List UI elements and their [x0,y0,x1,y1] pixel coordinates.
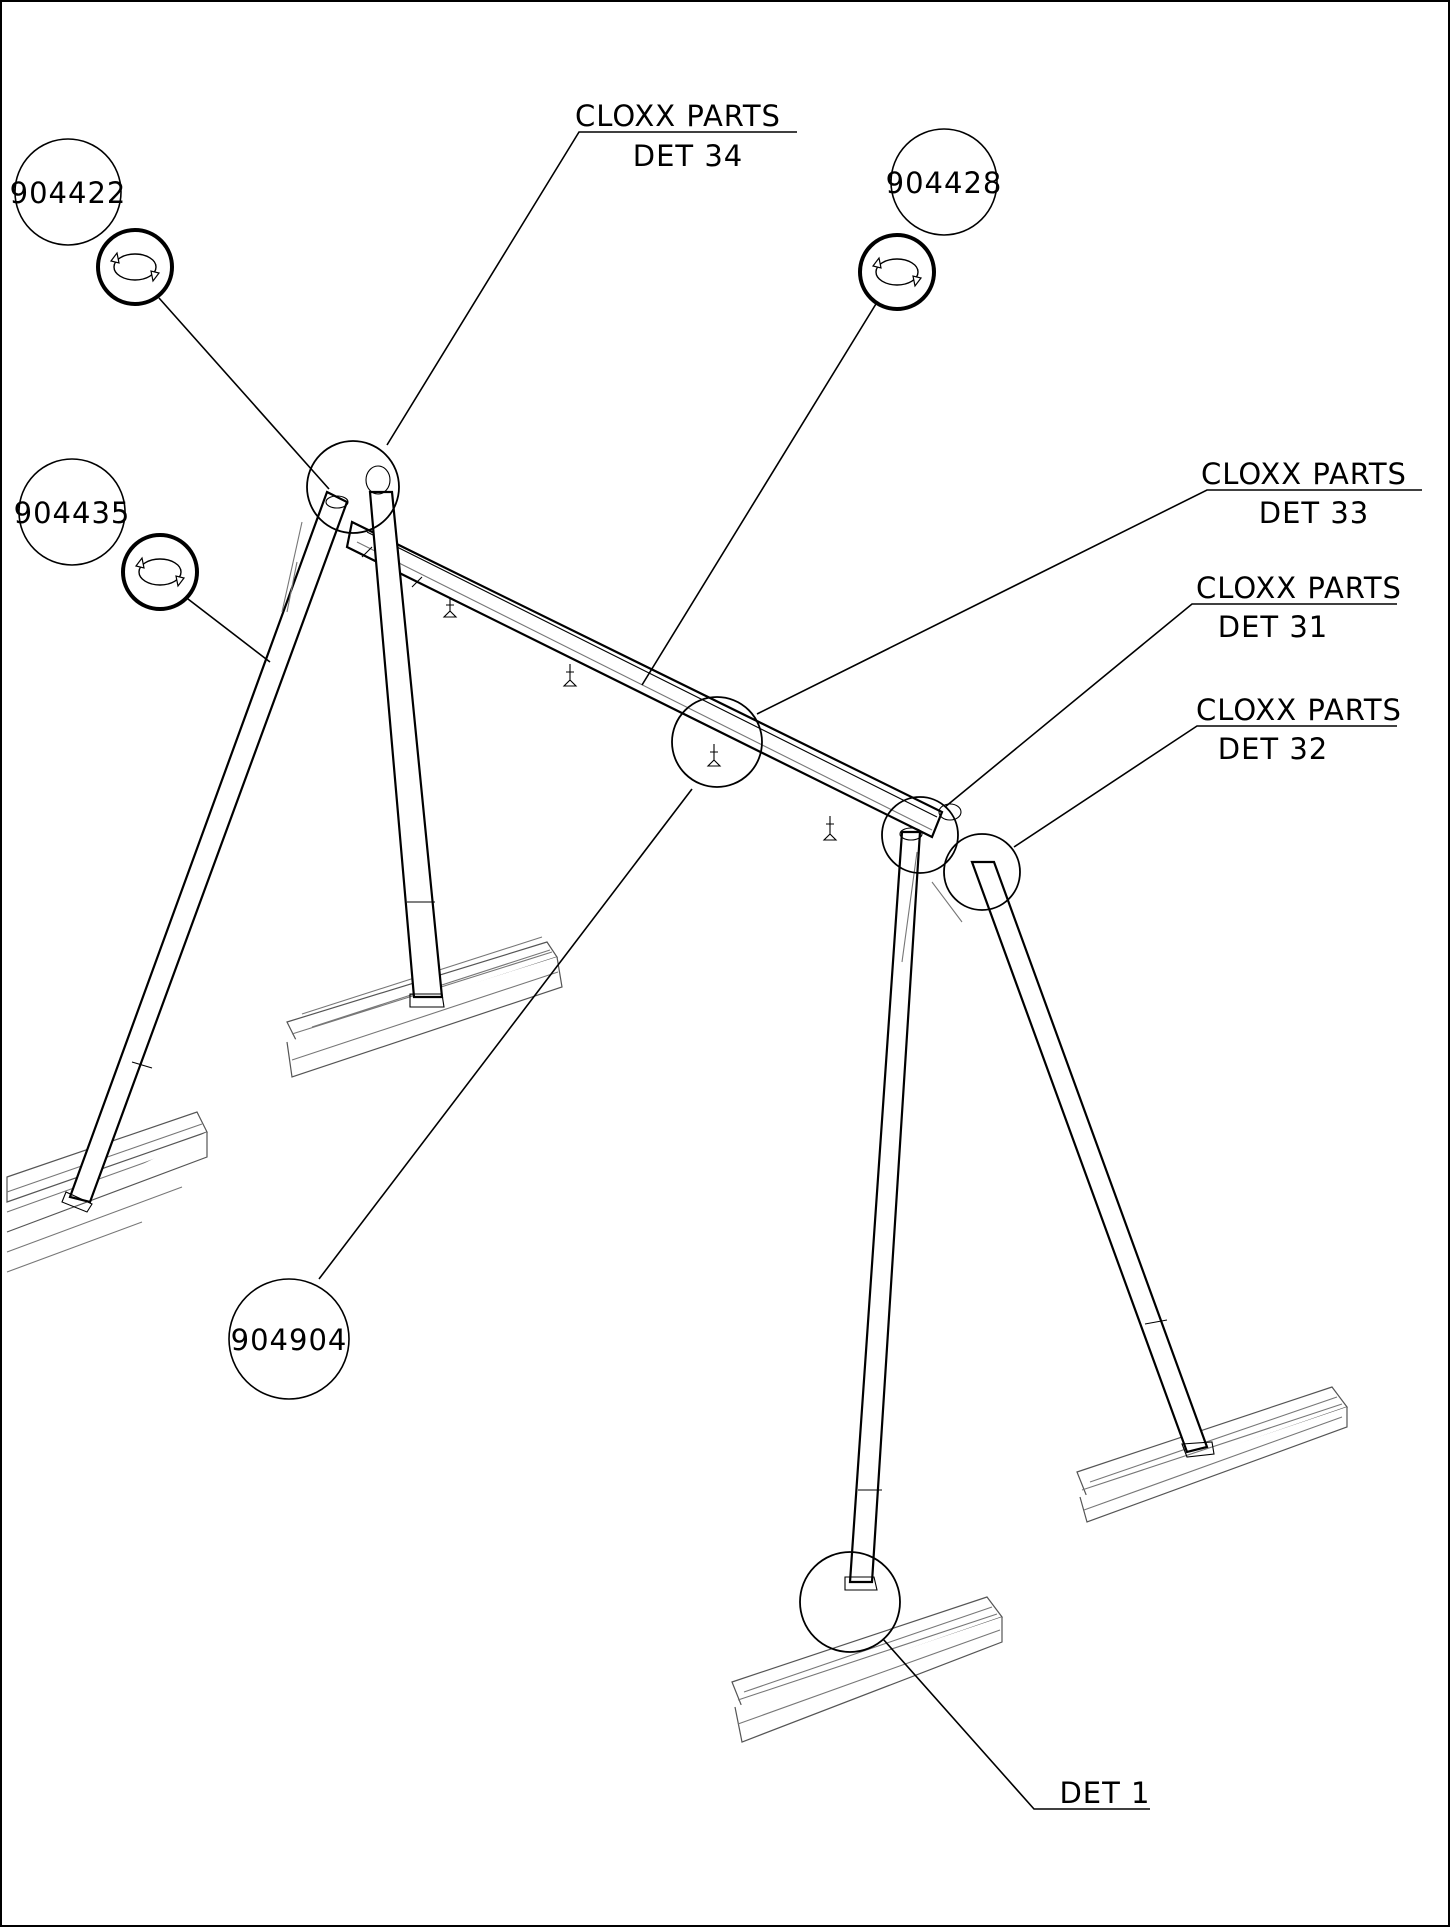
leader-904904 [318,788,693,1280]
leader-det31 [944,603,1397,808]
pipe-end-left-back [365,465,391,495]
rotate-part-icon [858,233,936,311]
post-back-right [970,860,1215,1458]
part-number-904428: 904428 [886,166,1003,200]
callout-det32-line1: CLOXX PARTS [1196,693,1402,727]
detail-circle-det1 [799,1551,901,1653]
callout-det34-line1: CLOXX PARTS [575,99,781,133]
part-number-904435: 904435 [14,496,131,530]
right-clamp-detail [901,851,963,963]
part-bubble-904435[interactable]: 904435 [14,458,131,566]
leader-det1 [882,1638,1150,1810]
swing-hanger-3 [706,744,722,767]
part-number-904904: 904904 [231,1323,348,1357]
leader-det32 [1013,725,1397,848]
pipe-end-left-front [325,495,349,509]
callout-det34-line2: DET 34 [633,139,744,173]
callout-det33[interactable]: CLOXX PARTS DET 33 [1201,457,1407,530]
callout-det33-line1: CLOXX PARTS [1201,457,1407,491]
detail-circle-det34 [306,440,400,534]
part-number-904422: 904422 [10,176,127,210]
part-bubble-904428[interactable]: 904428 [886,128,1003,236]
pipe-end-right-front [899,827,923,841]
leader-det33 [756,489,1422,715]
callout-det31-line2: DET 31 [1218,610,1329,644]
post-front-left [61,490,349,1213]
part-bubble-904422[interactable]: 904422 [10,138,127,246]
callout-det31-line1: CLOXX PARTS [1196,571,1402,605]
swing-hanger-2 [562,664,578,687]
rotate-part-icon [121,533,199,611]
swing-hanger-4 [822,816,838,841]
foot-plate-front-right [731,1596,1003,1743]
callout-det1[interactable]: DET 1 [1059,1776,1150,1810]
swing-hanger-1 [442,597,458,618]
left-clamp-detail [281,521,303,613]
rotate-part-icon [96,228,174,306]
post-front-right [844,830,922,1591]
leader-904435 [187,598,271,663]
callout-det34[interactable]: CLOXX PARTS DET 34 [575,99,781,173]
callout-det32[interactable]: CLOXX PARTS DET 32 [1196,693,1402,766]
leader-904428 [641,298,880,686]
detail-circle-det33 [671,696,763,788]
callout-det1-line1: DET 1 [1059,1776,1150,1810]
part-bubble-904904[interactable]: 904904 [228,1278,350,1400]
callout-det33-line2: DET 33 [1259,496,1370,530]
callout-det32-line2: DET 32 [1218,732,1329,766]
leader-det34 [386,131,797,446]
leader-904422 [158,297,330,490]
detail-circle-det32 [943,833,1021,911]
pipe-end-right-back [938,803,962,821]
callout-det31[interactable]: CLOXX PARTS DET 31 [1196,571,1402,644]
detail-circle-det31 [881,796,959,874]
